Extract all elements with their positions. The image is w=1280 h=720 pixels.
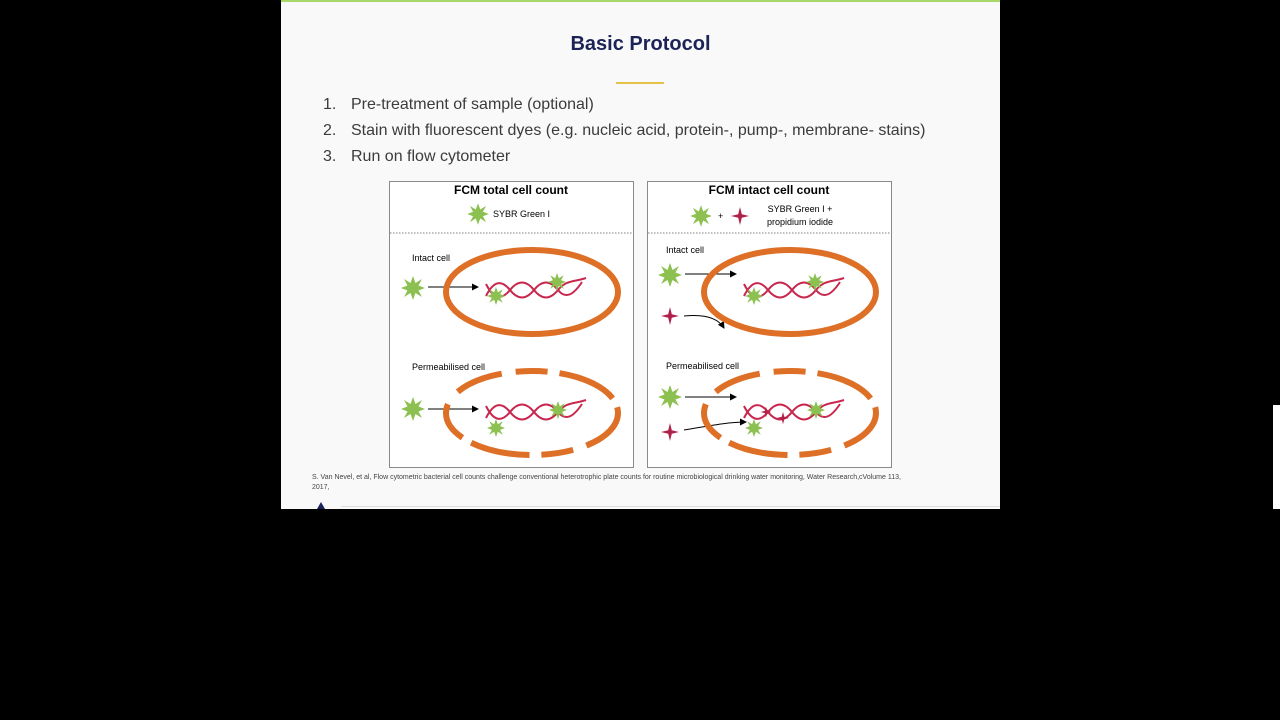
green-starburst-icon xyxy=(548,273,566,291)
legend-line-1: SYBR Green I + xyxy=(768,204,833,214)
step-text: Pre-treatment of sample (optional) xyxy=(351,96,594,113)
panel-title: FCM intact cell count xyxy=(709,183,830,197)
legend-plus: + xyxy=(718,211,723,221)
green-starburst-icon xyxy=(658,385,682,409)
green-starburst-icon xyxy=(549,401,567,419)
green-starburst-icon xyxy=(806,273,824,291)
red-star-icon xyxy=(661,423,679,441)
green-starburst-icon xyxy=(401,276,425,300)
intact-cell-membrane xyxy=(701,247,879,337)
green-starburst-icon xyxy=(401,397,425,421)
citation-text: S. Van Nevel, et al, Flow cytometric bac… xyxy=(312,474,901,491)
uptake-arrow xyxy=(683,418,747,431)
slide: Basic Protocol 1. Pre-treatment of sample… xyxy=(281,0,1000,509)
protocol-step: 3. Run on flow cytometer xyxy=(323,146,925,172)
permeabilised-cell-label: Permeabilised cell xyxy=(666,361,739,371)
dna-helix xyxy=(743,399,845,421)
title-underline xyxy=(616,82,664,84)
red-star-icon xyxy=(661,307,679,325)
window-edge xyxy=(1273,405,1280,509)
red-star-icon xyxy=(731,207,749,225)
green-starburst-icon xyxy=(658,263,682,287)
legend-label: SYBR Green I xyxy=(493,209,550,219)
step-number: 3. xyxy=(323,148,337,165)
protocol-step: 1. Pre-treatment of sample (optional) xyxy=(323,94,925,120)
slide-top-accent-line xyxy=(281,0,1000,2)
intact-cell-membrane xyxy=(443,247,621,337)
protocol-step: 2. Stain with fluorescent dyes (e.g. nucl… xyxy=(323,120,925,146)
green-starburst-icon xyxy=(487,419,505,437)
red-star-icon xyxy=(760,406,772,418)
permeabilised-cell-membrane xyxy=(701,368,879,458)
green-starburst-icon xyxy=(487,287,505,305)
green-starburst-icon xyxy=(745,419,763,437)
logo-icon xyxy=(317,502,325,509)
panel-title: FCM total cell count xyxy=(454,183,568,197)
legend-line-2: propidium iodide xyxy=(767,217,833,227)
red-star-icon xyxy=(776,411,790,425)
green-starburst-icon xyxy=(690,205,712,227)
intact-cell-label: Intact cell xyxy=(666,245,704,255)
green-starburst-icon xyxy=(467,203,489,225)
protocol-steps-list: 1. Pre-treatment of sample (optional) 2. S… xyxy=(323,94,925,172)
step-number: 1. xyxy=(323,96,337,113)
step-text: Stain with fluorescent dyes (e.g. nuclei… xyxy=(351,122,926,139)
permeabilised-cell-membrane xyxy=(443,368,621,458)
step-number: 2. xyxy=(323,122,337,139)
permeabilised-cell-label: Permeabilised cell xyxy=(412,362,485,372)
blocked-arrow xyxy=(683,315,725,329)
slide-title: Basic Protocol xyxy=(570,33,711,55)
panel-intact-cell-count: FCM intact cell count + SYBR Green I + p… xyxy=(647,181,892,468)
step-text: Run on flow cytometer xyxy=(351,148,511,165)
green-starburst-icon xyxy=(745,287,763,305)
slide-bottom-line xyxy=(341,506,1000,507)
intact-cell-label: Intact cell xyxy=(412,253,450,263)
panel-total-cell-count: FCM total cell count SYBR Green I Intact… xyxy=(389,181,634,468)
green-starburst-icon xyxy=(807,401,825,419)
dna-helix xyxy=(485,399,587,421)
